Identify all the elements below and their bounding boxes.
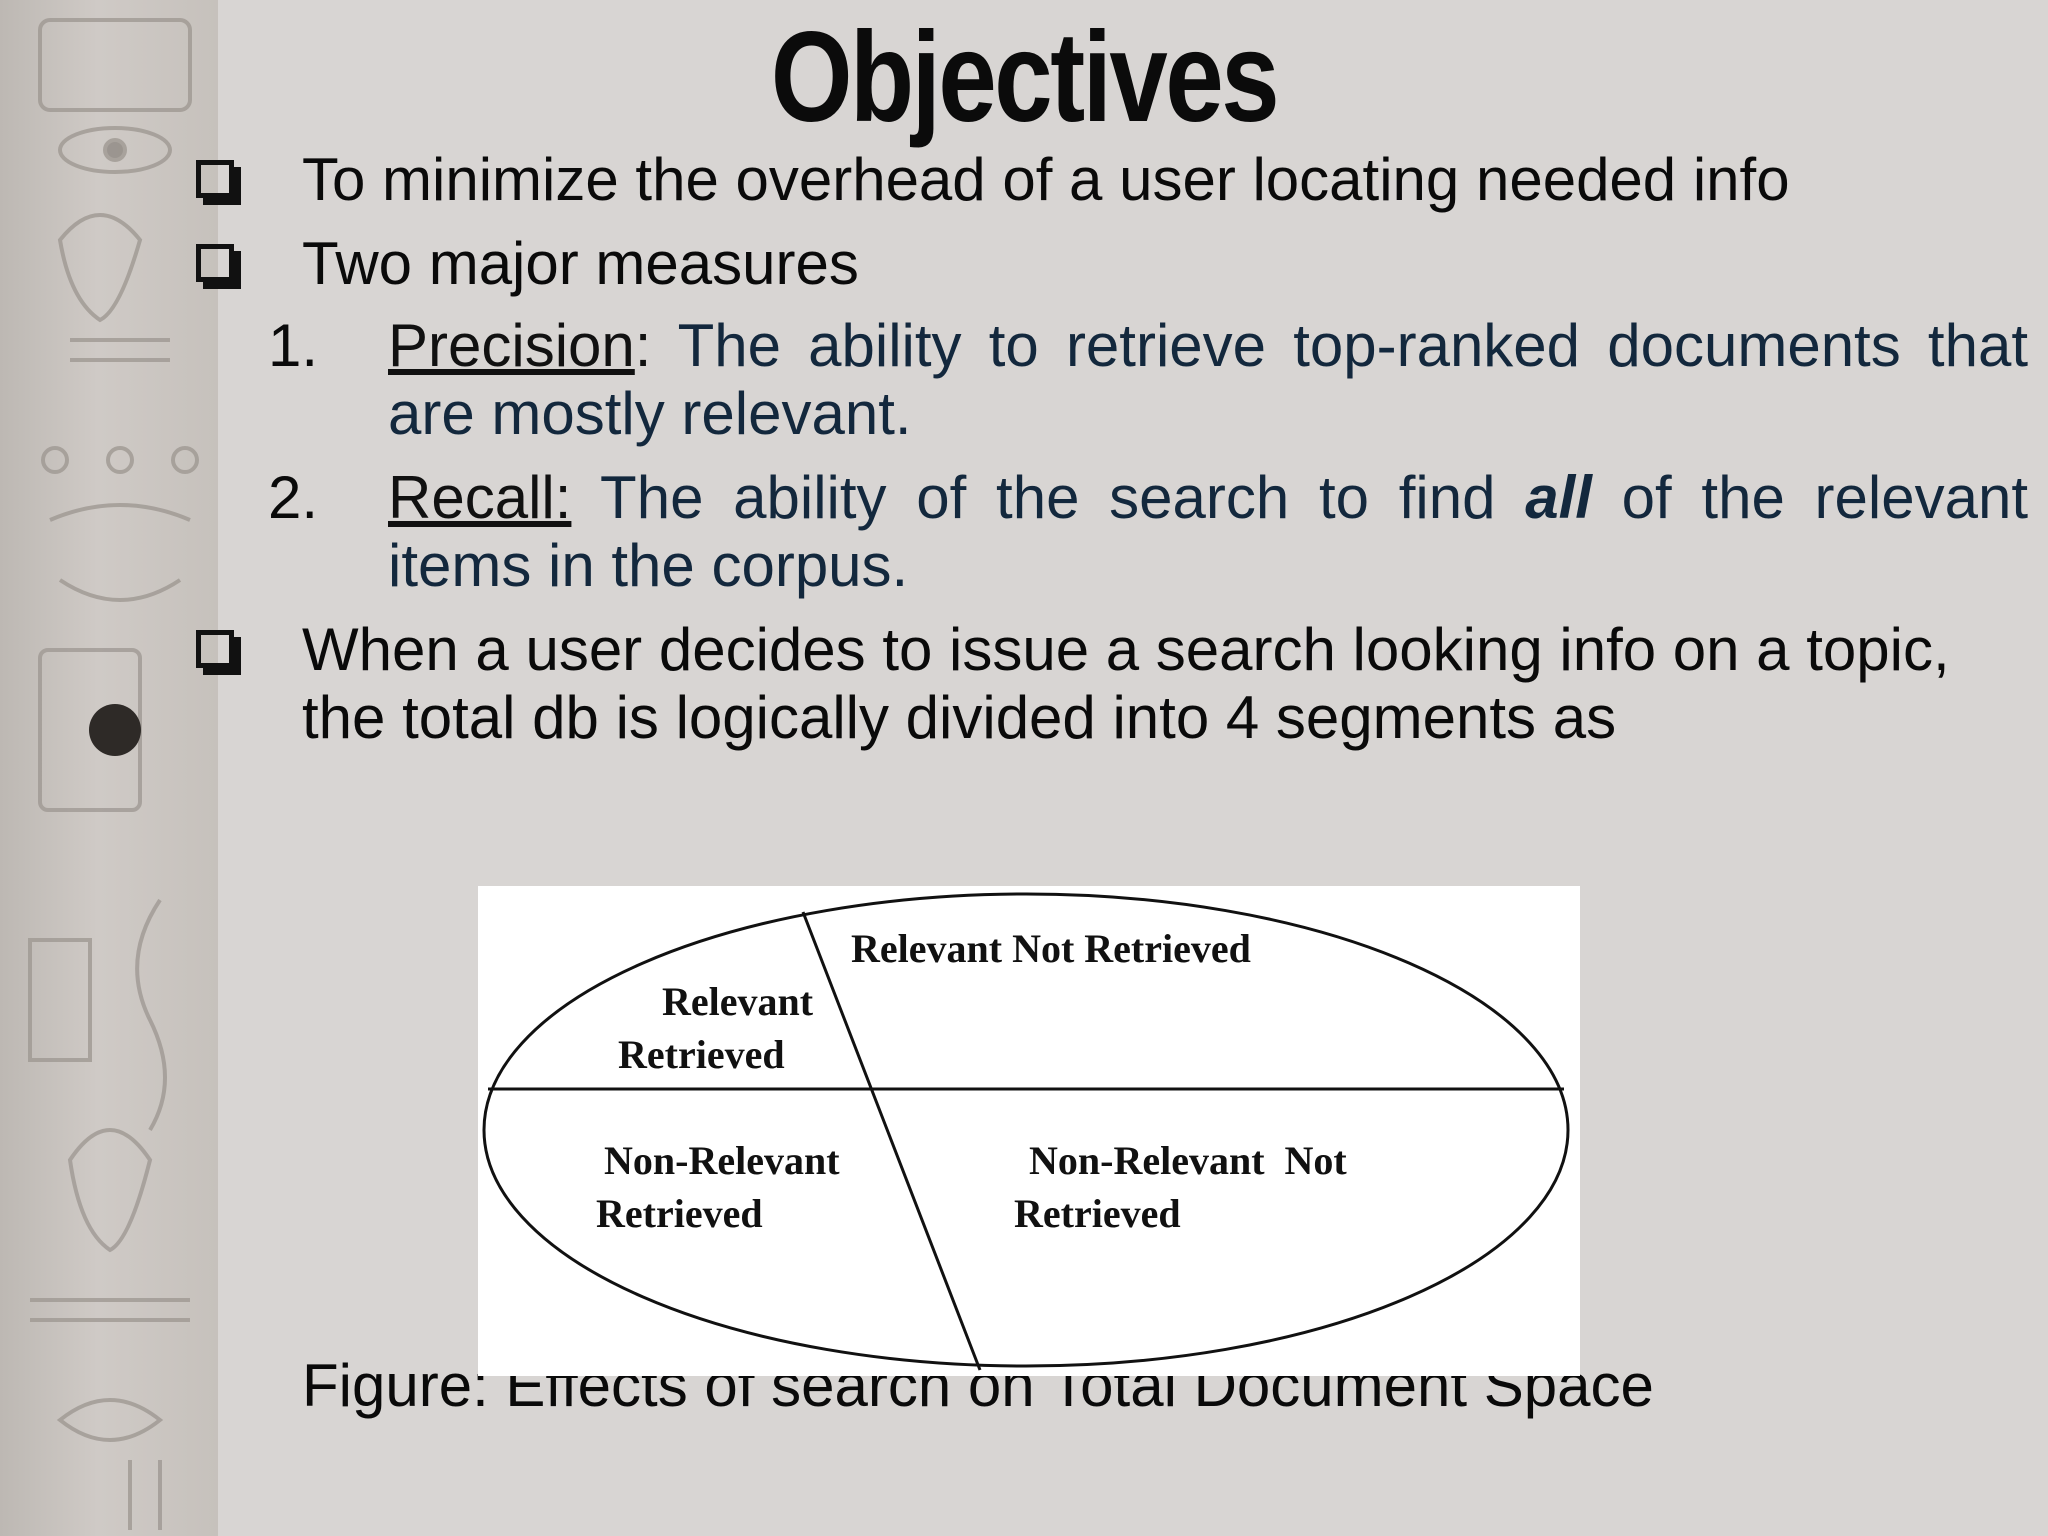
item-number: 1. xyxy=(268,312,319,379)
measure-definition-end: of the relevant items in the corpus. xyxy=(388,464,2028,599)
label-relevant: Relevant xyxy=(662,979,814,1024)
checkbox-bullet-icon xyxy=(196,160,234,198)
label-retrieved: Retrieved xyxy=(618,1032,785,1077)
label-non-relevant-retrieved: Retrieved xyxy=(596,1191,763,1236)
label-relevant-not-retrieved: Relevant Not Retrieved xyxy=(851,926,1251,971)
measure-definition: The ability to retrieve top-ranked docum… xyxy=(388,312,2028,447)
measure-colon: : xyxy=(634,312,652,379)
item-number: 2. xyxy=(268,464,319,531)
slide-title: Objectives xyxy=(770,6,1280,149)
label-non-relevant-not: Non-Relevant Not xyxy=(1029,1138,1347,1183)
segments-diagram: Relevant Retrieved Relevant Not Retrieve… xyxy=(482,892,1570,1371)
document-space-figure: Relevant Retrieved Relevant Not Retrieve… xyxy=(478,886,1580,1376)
bullet-text-line-2: the total db is logically divided into 4… xyxy=(302,684,1617,751)
relevance-divider-line xyxy=(801,911,982,1371)
label-non-relevant-not-retrieved: Retrieved xyxy=(1014,1191,1181,1236)
measure-body: Precision: The ability to retrieve top-r… xyxy=(388,312,2028,448)
measure-body: Recall: The ability of the search to fin… xyxy=(388,464,2028,600)
decorative-hieroglyph-strip xyxy=(0,0,218,1536)
measure-definition-start: The ability of the search to find xyxy=(600,464,1526,531)
measure-definition-emphasis: all xyxy=(1525,464,1592,531)
measure-term: Precision xyxy=(388,312,635,379)
hieroglyph-pattern xyxy=(28,18,199,1530)
bullet-text: Two major measures xyxy=(302,230,859,297)
label-non-relevant: Non-Relevant xyxy=(604,1138,840,1183)
checkbox-bullet-icon xyxy=(196,244,234,282)
measure-term: Recall: xyxy=(388,464,572,531)
document-space-ellipse xyxy=(482,892,1570,1368)
bullet-text-line-1: When a user decides to issue a search lo… xyxy=(302,616,1950,683)
checkbox-bullet-icon xyxy=(196,630,234,668)
bullet-text: To minimize the overhead of a user locat… xyxy=(302,146,1790,213)
